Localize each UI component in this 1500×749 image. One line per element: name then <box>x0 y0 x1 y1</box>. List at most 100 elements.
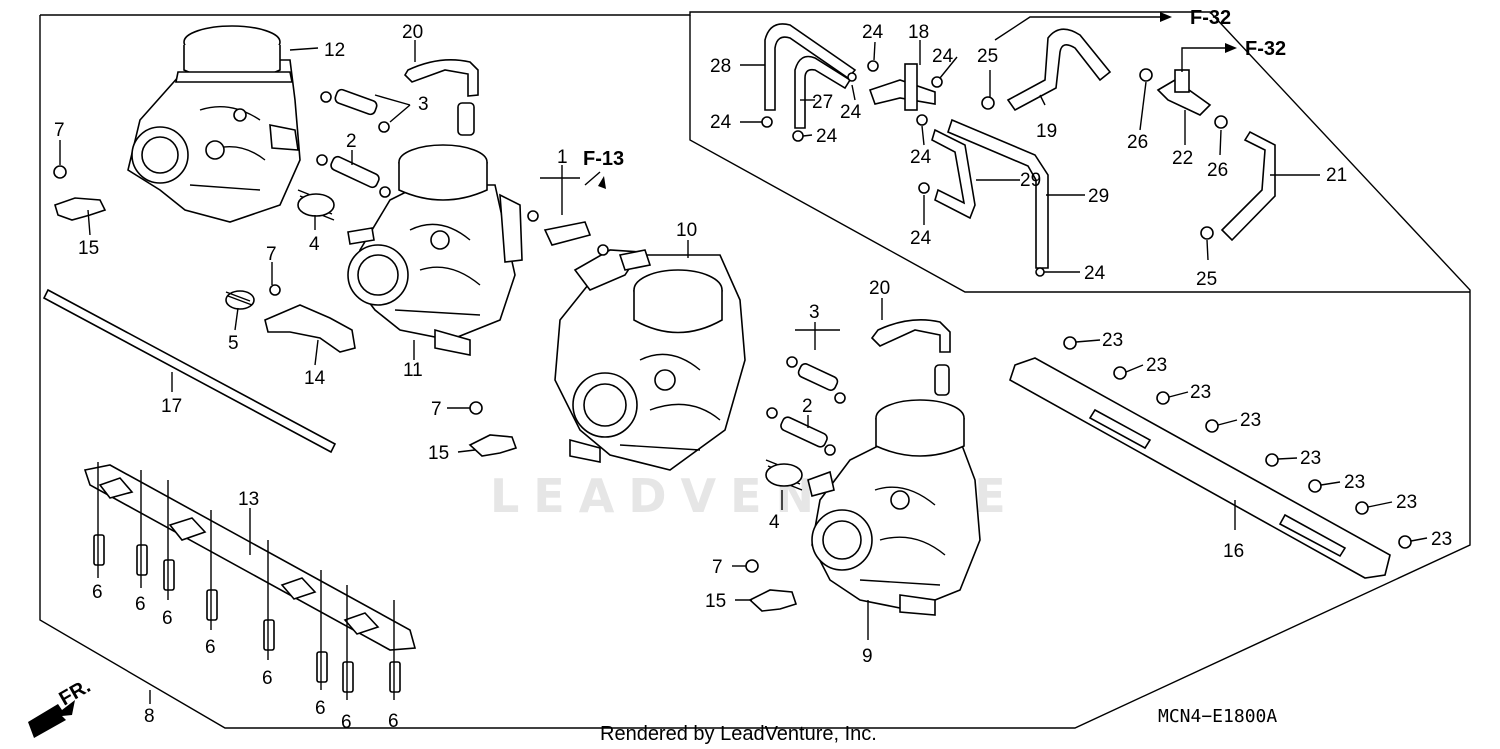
callout-23: 23 <box>1344 472 1365 493</box>
callout-5: 5 <box>228 333 239 354</box>
callout-24: 24 <box>840 102 862 123</box>
spring-4-upper[interactable] <box>297 189 335 221</box>
callout-24: 24 <box>1084 263 1106 284</box>
ref-f32-label-top: F-32 <box>1190 7 1231 29</box>
callout-15: 15 <box>705 591 726 612</box>
carburetor-9[interactable] <box>807 399 981 616</box>
callout-27: 27 <box>812 92 833 113</box>
carburetor-11[interactable] <box>347 144 523 356</box>
diagram-code: MCN4−E1800A <box>1158 706 1277 727</box>
screws-23[interactable] <box>1063 336 1412 549</box>
callout-15: 15 <box>78 238 99 259</box>
hose-27[interactable] <box>794 55 852 129</box>
callout-6: 6 <box>341 712 352 733</box>
ref-f32-label-right: F-32 <box>1245 38 1286 60</box>
callout-19: 19 <box>1036 121 1057 142</box>
hose-clips[interactable] <box>761 60 1228 277</box>
callout-9: 9 <box>862 646 873 667</box>
hose-kit-border <box>689 15 1470 293</box>
reference-labels: F-13 F-32 F-32 <box>583 7 1286 170</box>
spring-5[interactable] <box>225 290 255 310</box>
callout-23: 23 <box>1300 448 1321 469</box>
callout-17: 17 <box>161 396 182 417</box>
callout-10: 10 <box>676 220 697 241</box>
callout-12: 12 <box>324 40 345 61</box>
assembly-border <box>39 11 1471 729</box>
callout-24: 24 <box>932 46 954 67</box>
callout-29: 29 <box>1088 186 1109 207</box>
carburetor-10[interactable] <box>554 249 746 471</box>
callout-14: 14 <box>304 368 326 389</box>
bolts-6[interactable] <box>93 534 401 693</box>
joint-18[interactable] <box>868 63 936 111</box>
callout-3: 3 <box>418 94 429 115</box>
callout-24: 24 <box>816 126 838 147</box>
callout-22: 22 <box>1172 148 1193 169</box>
callout-6: 6 <box>315 698 326 719</box>
front-arrow: FR. <box>28 675 94 738</box>
callout-6: 6 <box>135 594 146 615</box>
callout-23: 23 <box>1146 355 1167 376</box>
callout-15: 15 <box>428 443 449 464</box>
hose-20-lower[interactable] <box>870 318 951 396</box>
callout-6: 6 <box>162 608 173 629</box>
callout-18: 18 <box>908 22 929 43</box>
callout-23: 23 <box>1431 529 1452 550</box>
hose-29-short[interactable] <box>931 128 976 220</box>
credit-text: Rendered by LeadVenture, Inc. <box>600 723 877 745</box>
bracket-14[interactable] <box>264 284 356 353</box>
front-arrow-label: FR. <box>56 675 95 710</box>
callout-6: 6 <box>262 668 273 689</box>
callout-7: 7 <box>266 244 277 265</box>
clamp-15-middle[interactable] <box>468 401 518 457</box>
callout-6: 6 <box>205 637 216 658</box>
hose-29-long[interactable] <box>947 118 1049 269</box>
callout-20: 20 <box>869 278 890 299</box>
hose-19[interactable] <box>1006 28 1112 112</box>
joint-22[interactable] <box>1156 69 1212 116</box>
callout-26: 26 <box>1207 160 1228 181</box>
joint-pipes-lower[interactable] <box>766 356 846 456</box>
fuel-joint-1[interactable] <box>527 210 609 256</box>
rod-17[interactable] <box>42 288 337 454</box>
spring-4-lower[interactable] <box>765 459 803 491</box>
callout-23: 23 <box>1396 492 1417 513</box>
clamp-15-right[interactable] <box>745 559 798 612</box>
callout-16: 16 <box>1223 541 1244 562</box>
hose-21[interactable] <box>1220 130 1276 242</box>
hose-20-upper[interactable] <box>403 58 479 136</box>
callout-3: 3 <box>809 302 820 323</box>
callout-2: 2 <box>346 131 357 152</box>
callout-26: 26 <box>1127 132 1148 153</box>
callout-7: 7 <box>54 120 65 141</box>
callout-2: 2 <box>802 396 813 417</box>
callout-6: 6 <box>388 711 399 732</box>
callout-23: 23 <box>1240 410 1261 431</box>
callout-28: 28 <box>710 56 731 77</box>
bracket-16[interactable] <box>1009 357 1391 579</box>
callout-13: 13 <box>238 489 259 510</box>
callout-25: 25 <box>977 46 998 67</box>
leader-lines <box>59 12 1428 704</box>
callout-4: 4 <box>309 234 320 255</box>
carburetor-12[interactable] <box>127 25 301 223</box>
callouts: 12 20 3 2 7 15 4 7 5 14 11 17 1 10 7 15 … <box>54 22 1452 733</box>
callout-1: 1 <box>557 147 568 168</box>
callout-24: 24 <box>910 228 932 249</box>
ref-f13-label: F-13 <box>583 148 624 170</box>
callout-24: 24 <box>862 22 884 43</box>
callout-6: 6 <box>92 582 103 603</box>
joint-pipes-upper[interactable] <box>316 88 391 198</box>
callout-24: 24 <box>910 147 932 168</box>
callout-23: 23 <box>1190 382 1211 403</box>
callout-7: 7 <box>431 399 442 420</box>
callout-7: 7 <box>712 557 723 578</box>
callout-11: 11 <box>403 360 423 381</box>
callout-25: 25 <box>1196 269 1217 290</box>
callout-29: 29 <box>1020 170 1041 191</box>
callout-8: 8 <box>144 706 155 727</box>
callout-24: 24 <box>710 112 732 133</box>
callout-23: 23 <box>1102 330 1123 351</box>
clamp-15-left[interactable] <box>53 165 107 221</box>
